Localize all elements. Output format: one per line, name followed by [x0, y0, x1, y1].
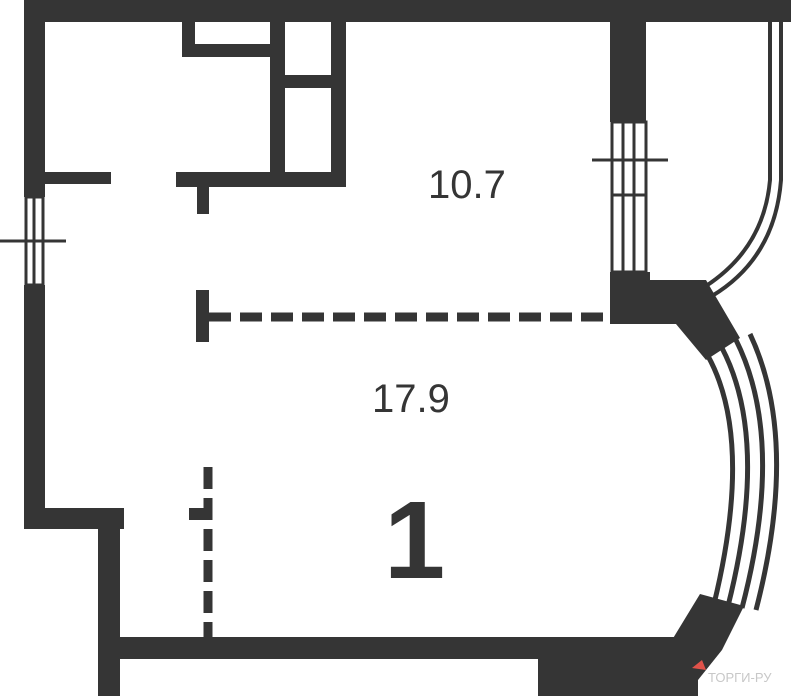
hall-wall-stub: [45, 172, 111, 184]
left-window: [0, 195, 66, 287]
bay-wall-bottom: [672, 594, 744, 680]
bay-window-line-1: [705, 354, 736, 605]
room-count-label: 1: [384, 479, 445, 602]
bathroom-block: [45, 22, 346, 214]
left-step-vertical: [98, 508, 120, 696]
balcony-area: [592, 0, 791, 360]
bay-window: [672, 332, 780, 680]
bay-wall-top: [646, 280, 740, 360]
balcony-door-frame: [610, 120, 648, 274]
living-area-label: 17.9: [372, 377, 450, 421]
bath-wall-vertical: [270, 22, 285, 187]
shaft-wall-right: [331, 22, 346, 187]
watermark: ТОРГИ-РУ: [692, 660, 772, 685]
balcony-door: [592, 120, 668, 274]
kitchen-area-label: 10.7: [428, 163, 506, 207]
right-wall-lower: [610, 272, 650, 324]
bath-wall-mid: [182, 44, 272, 57]
watermark-logo-icon: [692, 660, 706, 670]
bath-wall-bottom: [176, 172, 346, 187]
bay-window-line-2: [719, 346, 751, 607]
door-jamb-stub: [197, 172, 209, 214]
bottom-right-block: [538, 637, 698, 696]
partition: [189, 290, 610, 637]
balcony-curve-outer: [710, 10, 783, 298]
bay-window-line-3: [733, 338, 766, 609]
left-wall-upper: [24, 0, 45, 197]
watermark-text: ТОРГИ-РУ: [708, 670, 772, 685]
right-wall-upper: [610, 22, 646, 122]
outer-walls: [24, 0, 791, 696]
bay-window-outer: [747, 332, 780, 611]
left-wall-lower: [24, 285, 45, 525]
shaft-divider: [270, 75, 346, 88]
balcony-curve-inner: [704, 10, 772, 288]
partition-end-post: [196, 290, 209, 342]
top-wall: [24, 0, 791, 22]
